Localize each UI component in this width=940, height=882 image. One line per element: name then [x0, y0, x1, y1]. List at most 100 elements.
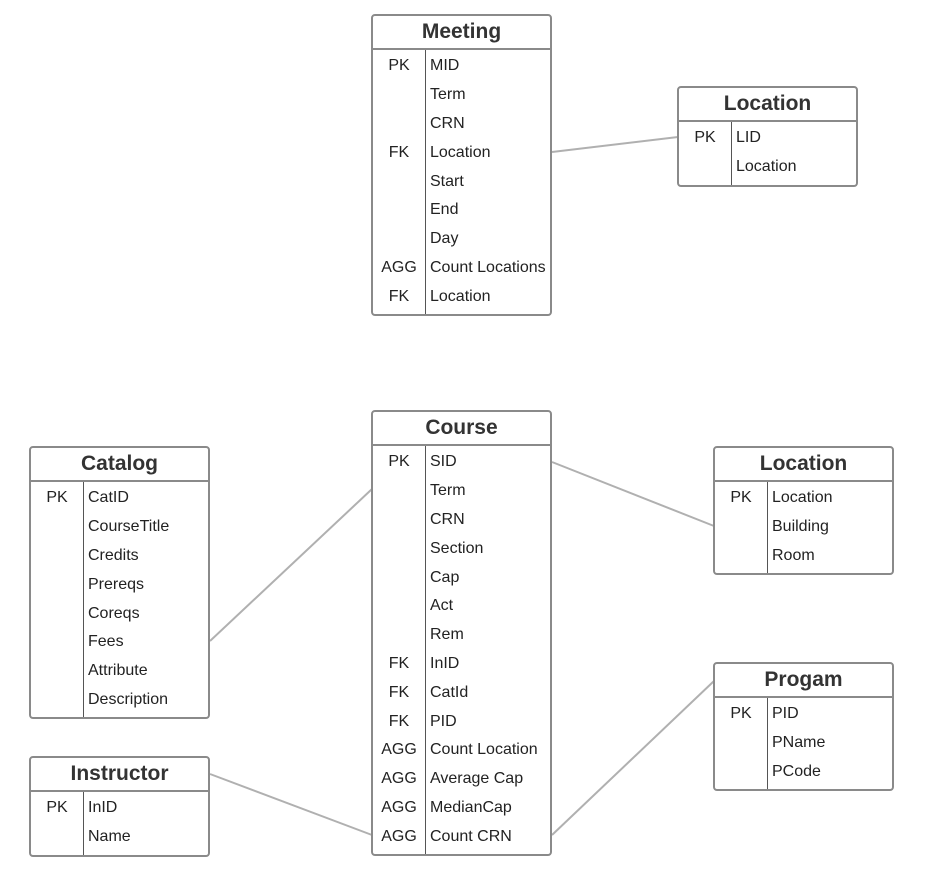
entity-title: Instructor: [31, 758, 208, 792]
entity-title: Progam: [715, 664, 892, 698]
key-type: FK: [388, 287, 410, 305]
field-name: Description: [88, 690, 169, 708]
connector-meeting-location: [551, 136, 679, 153]
field-name: Start: [430, 172, 464, 190]
field-name: Term: [430, 482, 466, 500]
field-row: Section: [373, 534, 550, 563]
key-type: FK: [388, 654, 410, 672]
field-name: InID: [430, 654, 460, 672]
field-name: Section: [430, 539, 484, 557]
field-name: CRN: [430, 114, 465, 132]
field-row: Prereqs: [31, 570, 208, 599]
field-row: Term: [373, 81, 550, 110]
field-name: End: [430, 201, 459, 219]
field-name: PCode: [772, 762, 821, 780]
field-name: Count Locations: [430, 258, 546, 276]
field-row: PCode: [715, 758, 892, 787]
key-type: AGG: [381, 258, 417, 276]
entity-title: Catalog: [31, 448, 208, 482]
field-name: CRN: [430, 510, 465, 528]
key-type: AGG: [381, 770, 417, 788]
field-name: Location: [772, 489, 833, 507]
field-name: PName: [772, 734, 826, 752]
field-row: Credits: [31, 542, 208, 571]
field-row: Coreqs: [31, 599, 208, 628]
field-name: Building: [772, 518, 829, 536]
field-name: PID: [772, 705, 799, 723]
field-row: Name: [31, 823, 208, 852]
field-name: PID: [430, 712, 457, 730]
field-name: Name: [88, 828, 131, 846]
field-name: Location: [736, 158, 797, 176]
field-row: Start: [373, 167, 550, 196]
field-name: MedianCap: [430, 798, 512, 816]
field-name: Fees: [88, 633, 124, 651]
field-name: SID: [430, 453, 457, 471]
key-type: PK: [388, 57, 410, 75]
field-row: Building: [715, 513, 892, 542]
field-name: Credits: [88, 546, 139, 564]
field-name: Term: [430, 86, 466, 104]
field-name: Count Location: [430, 741, 538, 759]
entity-title: Course: [373, 412, 550, 446]
field-row: Description: [31, 686, 208, 715]
field-row: CRN: [373, 506, 550, 535]
field-row: AGG Count Locations: [373, 254, 550, 283]
field-name: InID: [88, 799, 118, 817]
field-name: Location: [430, 287, 491, 305]
field-name: Location: [430, 143, 491, 161]
key-type: PK: [730, 705, 752, 723]
field-row: Rem: [373, 621, 550, 650]
connector-course-progam: [551, 680, 715, 836]
field-row: FK InID: [373, 650, 550, 679]
field-name: Day: [430, 230, 459, 248]
field-row: CRN: [373, 110, 550, 139]
key-type: PK: [388, 453, 410, 471]
key-type: FK: [388, 712, 410, 730]
field-row: Cap: [373, 563, 550, 592]
entity-title: Meeting: [373, 16, 550, 50]
key-type: FK: [388, 683, 410, 701]
field-name: CatID: [88, 489, 129, 507]
field-row: Location: [679, 153, 856, 182]
key-type: AGG: [381, 827, 417, 845]
field-name: CatId: [430, 683, 469, 701]
field-row: Fees: [31, 628, 208, 657]
field-name: Attribute: [88, 662, 148, 680]
field-name: Act: [430, 597, 454, 615]
field-row: End: [373, 196, 550, 225]
key-type: PK: [730, 489, 752, 507]
field-row: PK PID: [715, 700, 892, 729]
field-row: PK Location: [715, 484, 892, 513]
field-row: Day: [373, 225, 550, 254]
field-name: LID: [736, 129, 761, 147]
field-row: CourseTitle: [31, 513, 208, 542]
field-row: PName: [715, 729, 892, 758]
field-name: Room: [772, 546, 815, 564]
key-type: FK: [388, 143, 410, 161]
field-name: CourseTitle: [88, 518, 170, 536]
field-row: Term: [373, 477, 550, 506]
entity-title: Location: [679, 88, 856, 122]
